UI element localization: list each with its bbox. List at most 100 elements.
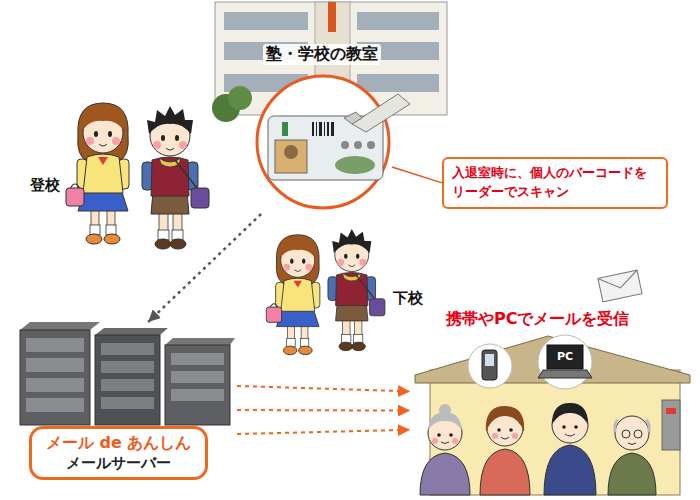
children-leaving: [328, 229, 385, 351]
scanner-circle: [282, 122, 288, 136]
envelope: [598, 270, 642, 302]
scanner-circle: [316, 122, 317, 136]
screen-label: PC: [549, 350, 581, 363]
connector-arrow: [392, 167, 442, 183]
server-racks: [20, 322, 235, 425]
family: [480, 449, 530, 495]
server-brand: メール de あんしん: [46, 433, 191, 454]
scanner-circle: [352, 94, 410, 132]
family: [615, 420, 649, 432]
scanner-circle: [335, 156, 375, 174]
family: [437, 425, 578, 437]
scanner-circle: [319, 122, 322, 136]
server-racks: [101, 343, 154, 355]
family: [512, 433, 518, 439]
scanner-circle: [341, 141, 349, 149]
phone-icon: [485, 354, 494, 366]
school-building: [357, 12, 439, 30]
callout-box: 入退室時に、個人のバーコードを リーダーでスキャン: [442, 157, 668, 209]
caption-going: 登校: [30, 176, 60, 195]
home-node: 携帯やPCでメールを受信: [410, 305, 689, 497]
house: [415, 336, 690, 495]
children-going: [66, 103, 129, 244]
family: [608, 453, 656, 495]
family: [634, 430, 642, 438]
caption-leaving: 下校: [393, 289, 423, 308]
family: [420, 453, 470, 495]
connector-arrow: [237, 430, 410, 434]
family: [437, 433, 441, 437]
home-heading: 携帯やPCでメールを受信: [446, 309, 629, 330]
laptop-icon: [538, 370, 592, 378]
server-racks: [95, 328, 168, 335]
server-racks: [95, 335, 160, 425]
scanner-circle: [275, 140, 307, 173]
family: [497, 428, 501, 432]
scanner-circle: [312, 122, 314, 136]
family: [449, 433, 453, 437]
family: [501, 437, 509, 439]
family: [420, 403, 656, 495]
family: [562, 425, 566, 429]
scanner-circle: [327, 122, 329, 136]
server-name: メールサーバー: [46, 454, 191, 474]
school-building: [328, 2, 336, 32]
connector-arrow: [237, 409, 410, 412]
school-building: [228, 86, 252, 110]
server-racks: [26, 378, 84, 392]
family: [544, 445, 596, 495]
children-leaving: [266, 235, 320, 355]
phone-icon: [468, 344, 512, 388]
school-building-node: 塾・学校の教室: [205, 0, 392, 214]
school-building: [357, 74, 439, 92]
family: [552, 403, 588, 424]
connector-arrow: [237, 386, 410, 391]
label-box: メール de あんしんメールサーバー: [29, 426, 208, 480]
building-label: 塾・学校の教室: [263, 44, 381, 65]
children-leaving: [266, 229, 385, 355]
server-racks: [171, 353, 224, 365]
family: [565, 434, 575, 436]
family: [574, 425, 578, 429]
server-racks: [171, 371, 224, 383]
scanner-circle: [324, 122, 325, 136]
scanner-circle: [367, 141, 375, 149]
server-racks: [26, 398, 84, 412]
children-going: [66, 103, 209, 249]
server-racks: [101, 397, 154, 409]
family: [441, 442, 449, 444]
scanner-circle: [257, 76, 410, 208]
family: [509, 428, 513, 432]
server-racks: [20, 330, 90, 425]
family: [439, 404, 451, 416]
scanner-circle: [257, 76, 389, 208]
family: [492, 433, 498, 439]
family: [432, 438, 438, 444]
server-racks: [165, 338, 235, 345]
server-racks: [101, 379, 154, 391]
envelope: [598, 270, 640, 292]
server-racks: [20, 322, 100, 330]
family: [432, 433, 518, 444]
scanner-circle: [354, 141, 362, 149]
house: [662, 400, 680, 450]
laptop-icon: [547, 345, 583, 369]
family: [622, 430, 630, 438]
family: [452, 438, 458, 444]
server-racks: [26, 338, 84, 352]
laptop-icon: [538, 335, 592, 389]
callout-text: 入退室時に、個人のバーコードを リーダーでスキャン: [452, 164, 658, 202]
connector-arrow: [148, 214, 261, 322]
scanner-circle: [331, 122, 334, 136]
scanner-circle: [284, 145, 298, 159]
scanner-circle: [344, 112, 362, 124]
children-going: [142, 106, 209, 249]
family: [441, 430, 642, 445]
family: [628, 443, 636, 445]
phone-icon: [482, 350, 497, 380]
family: [486, 406, 524, 432]
envelope: [598, 270, 642, 302]
family: [615, 416, 649, 450]
server-racks: [101, 361, 154, 373]
